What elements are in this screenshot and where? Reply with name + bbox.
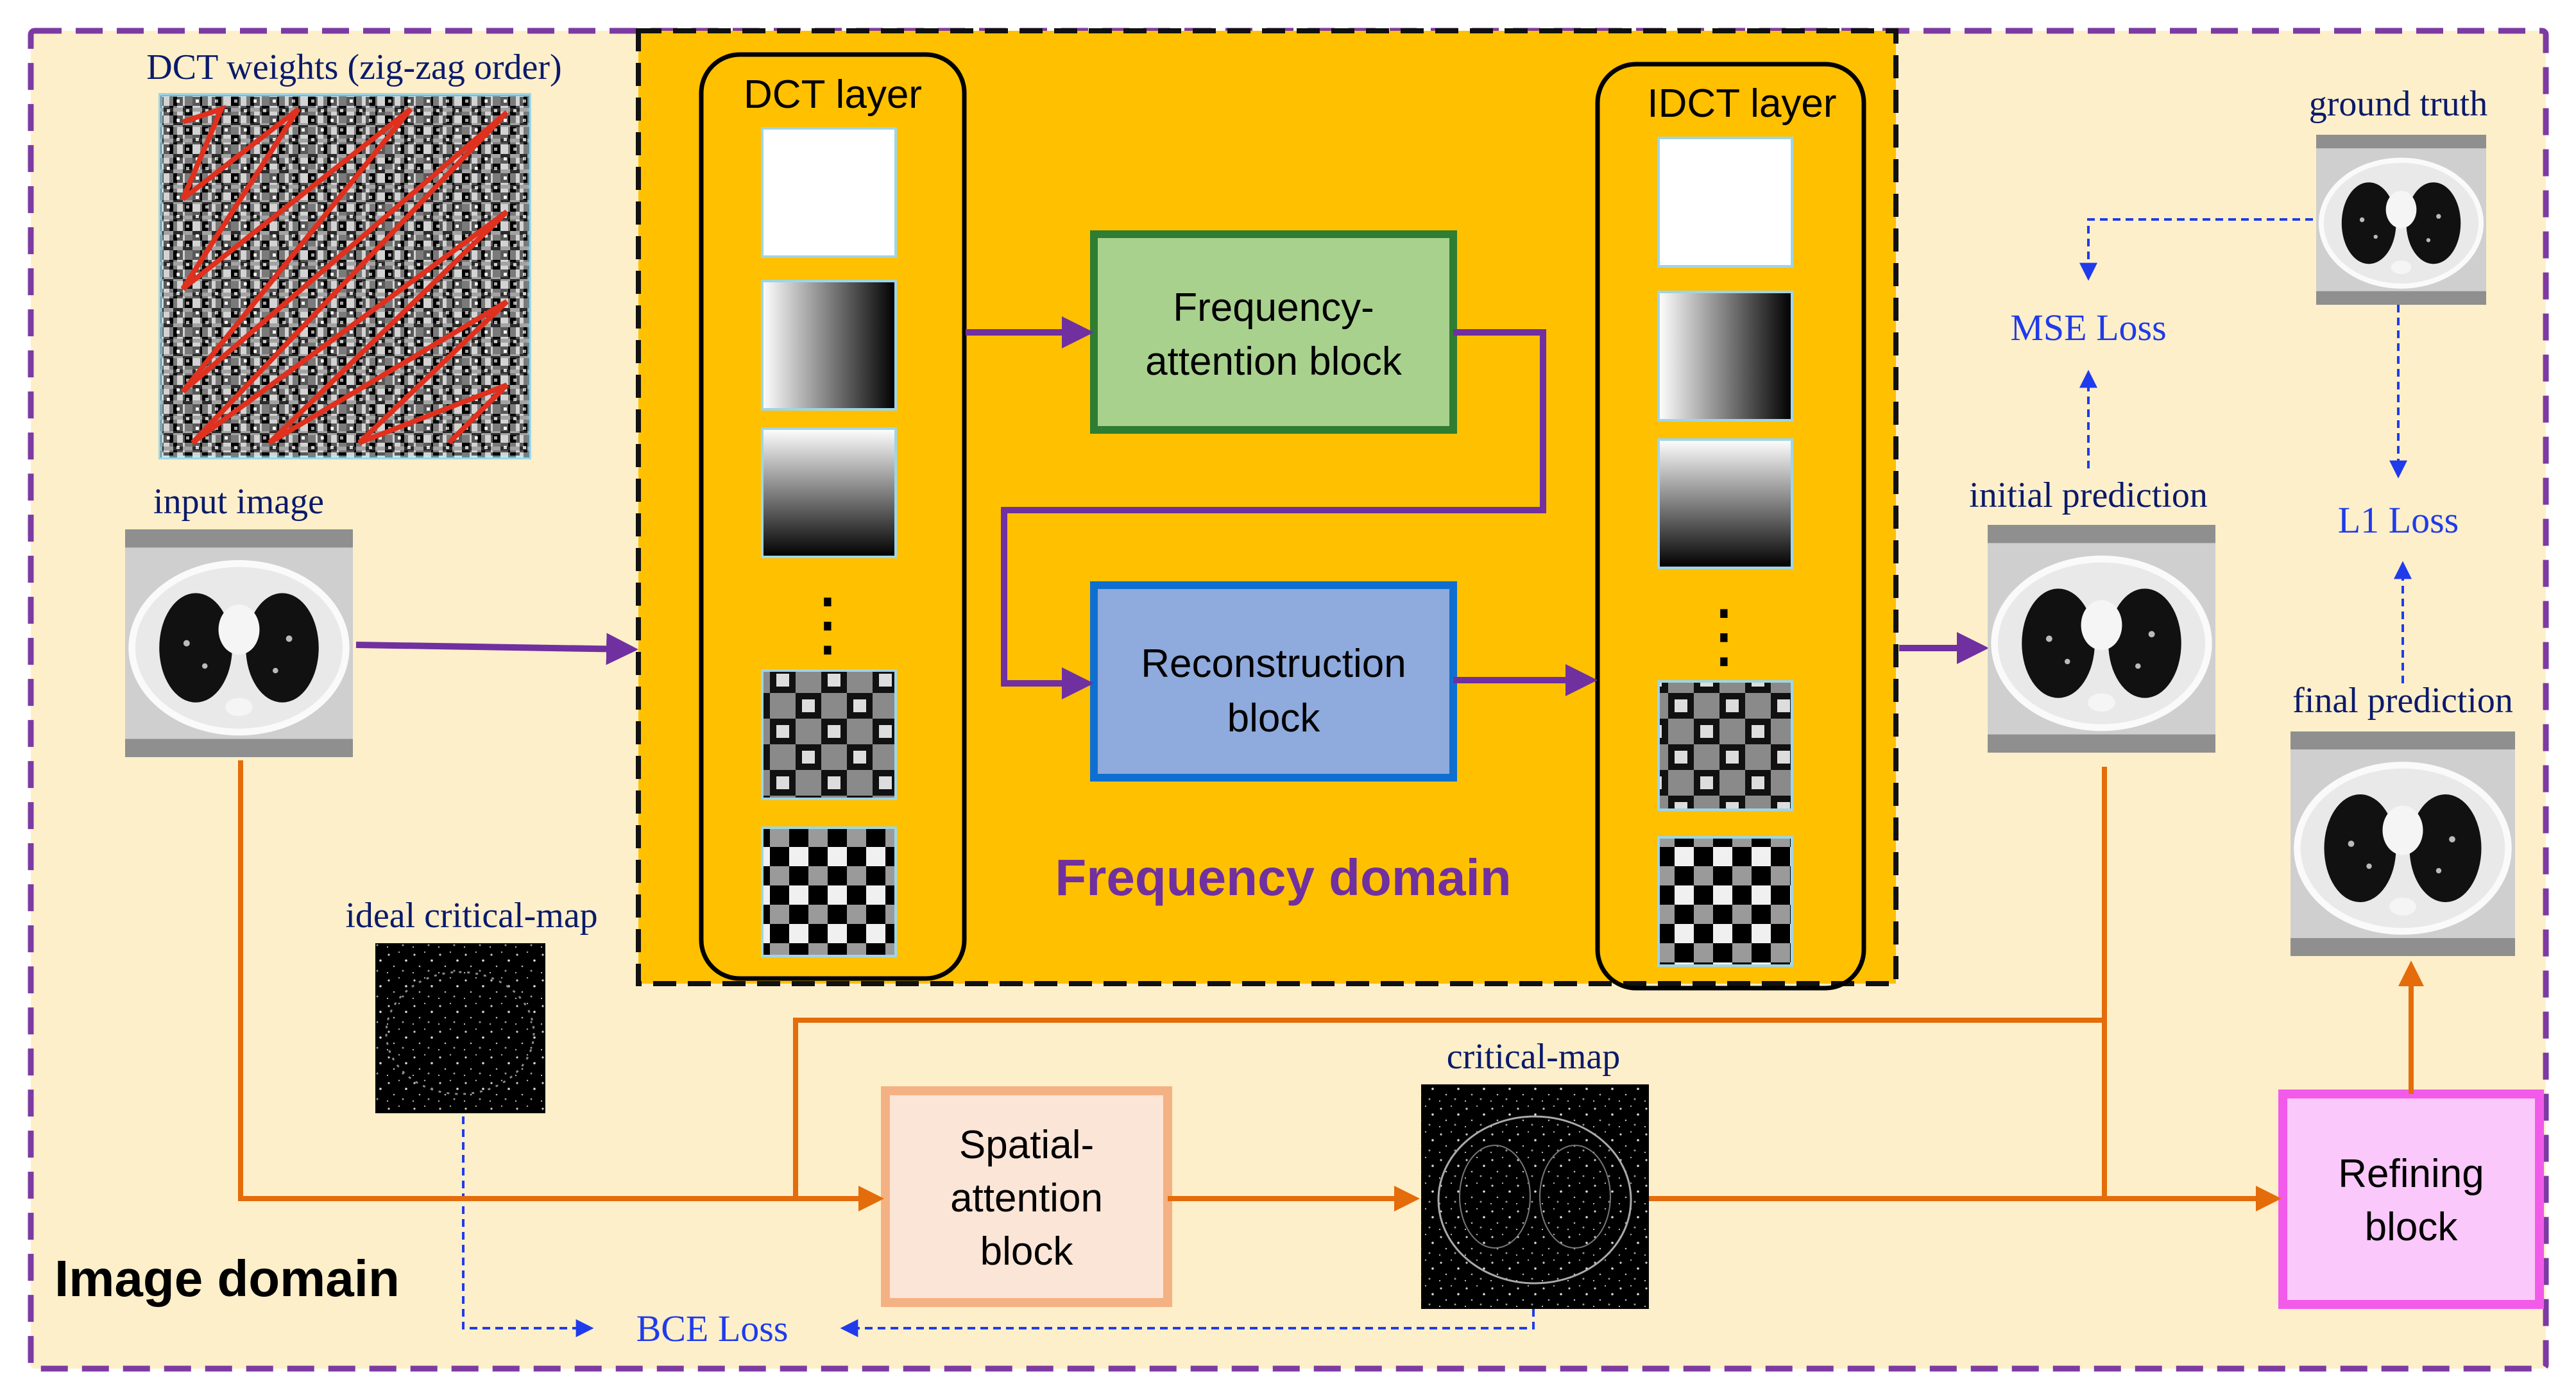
idct-basis-tile-2 (1657, 291, 1793, 422)
idct-basis-tile-3 (1657, 438, 1793, 569)
image-domain-title: Image domain (55, 1250, 400, 1307)
refining-label-line-2: block (2365, 1205, 2459, 1249)
idct-basis-tile-5 (1657, 836, 1793, 967)
l1-loss-label: L1 Loss (2338, 499, 2459, 541)
idct-basis-tile-4 (1657, 680, 1793, 811)
dct-weights-label: DCT weights (zig-zag order) (146, 47, 561, 87)
arrow-ideal-map-to-bce (462, 1116, 594, 1337)
bce-loss-label: BCE Loss (636, 1308, 789, 1349)
arrow-input-to-dct (355, 633, 638, 665)
idct-ellipsis: ⋮ (1689, 596, 1759, 675)
line-initial-prediction-to-spatial-branch (793, 767, 2107, 1199)
dct-basis-tile-1 (761, 127, 897, 258)
dct-basis-tile-2 (761, 280, 897, 411)
idct-layer-column (1595, 62, 1866, 991)
ground-truth-label: ground truth (2309, 84, 2487, 124)
input-image-label: input image (153, 482, 324, 522)
ground-truth-image (2316, 135, 2486, 305)
arrow-frequency-attention-to-reconstruction (1001, 329, 1546, 699)
dct-basis-tile-3 (761, 427, 897, 558)
final-prediction-image (2290, 731, 2515, 956)
dct-ellipsis: ⋮ (792, 585, 863, 663)
arrow-input-to-spatial-attention (238, 760, 884, 1211)
refining-label-line-1: Refining (2338, 1152, 2484, 1196)
frequency-attention-block (1090, 230, 1457, 434)
final-prediction-label: final prediction (2292, 681, 2513, 721)
arrow-ground-truth-to-mse (2079, 218, 2313, 281)
dct-basis-tile-5 (761, 826, 897, 957)
spatial-attention-label-line-1: Spatial- (959, 1123, 1094, 1167)
reconstruction-label-line-1: Reconstruction (1141, 642, 1406, 686)
dct-layer-column (699, 52, 967, 981)
frequency-attention-label-line-2: attention block (1145, 339, 1403, 384)
ideal-critical-map-image (375, 943, 545, 1113)
dct-basis-tile-4 (761, 669, 897, 800)
frequency-attention-label-line-1: Frequency- (1173, 286, 1374, 330)
initial-prediction-label: initial prediction (1969, 475, 2208, 515)
refining-block (2278, 1090, 2544, 1309)
dct-layer-label: DCT layer (744, 73, 922, 117)
arrow-critical-map-to-bce (840, 1309, 1535, 1337)
idct-basis-tile-1 (1657, 137, 1793, 268)
initial-prediction-image (1988, 525, 2215, 753)
critical-map-image (1421, 1084, 1649, 1309)
frequency-domain-title: Frequency domain (1055, 849, 1511, 906)
ideal-critical-map-label: ideal critical-map (345, 896, 597, 936)
dct-weights-image (158, 93, 531, 459)
input-image (125, 529, 353, 757)
spatial-attention-label-line-2: attention (950, 1176, 1103, 1220)
spatial-attention-label-line-3: block (980, 1229, 1074, 1274)
idct-layer-label: IDCT layer (1647, 81, 1836, 126)
mse-loss-label: MSE Loss (2010, 307, 2166, 348)
critical-map-label: critical-map (1447, 1037, 1621, 1077)
reconstruction-label-line-2: block (1227, 696, 1321, 740)
